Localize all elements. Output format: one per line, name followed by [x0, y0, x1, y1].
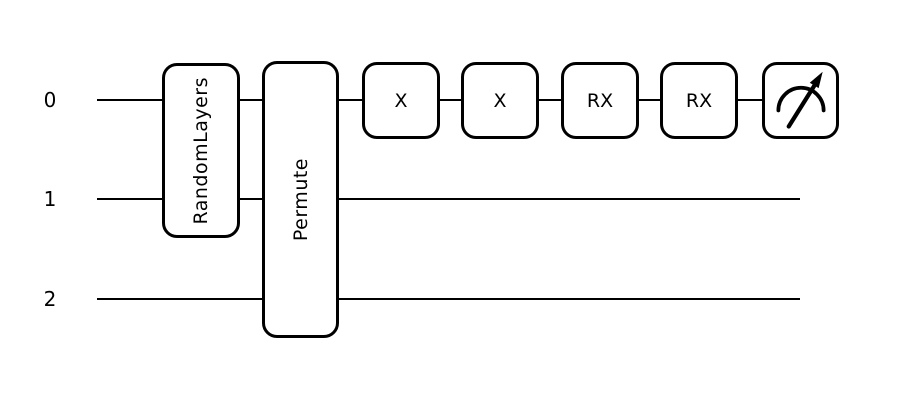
- wire-label-0: 0: [43, 88, 57, 112]
- gate-x-1-label: X: [394, 89, 408, 112]
- gate-x-2: X: [461, 62, 539, 139]
- wire-label-2: 2: [43, 287, 57, 311]
- wire-0: [97, 99, 800, 101]
- gate-randomlayers: RandomLayers: [162, 63, 240, 238]
- wire-2: [97, 298, 800, 300]
- gate-permute: Permute: [262, 61, 339, 338]
- gate-permute-label: Permute: [289, 157, 312, 242]
- wire-1: [97, 198, 800, 200]
- gate-x-2-label: X: [493, 89, 507, 112]
- wire-label-1: 1: [43, 187, 57, 211]
- gate-rx-2: RX: [660, 62, 738, 139]
- measure-gauge-icon: [775, 71, 826, 129]
- gate-randomlayers-label: RandomLayers: [190, 76, 212, 225]
- gate-rx-1: RX: [561, 62, 639, 139]
- gate-x-1: X: [362, 62, 440, 139]
- gate-rx-2-label: RX: [685, 89, 713, 112]
- measurement-gate: [762, 62, 839, 139]
- gate-rx-1-label: RX: [586, 89, 614, 112]
